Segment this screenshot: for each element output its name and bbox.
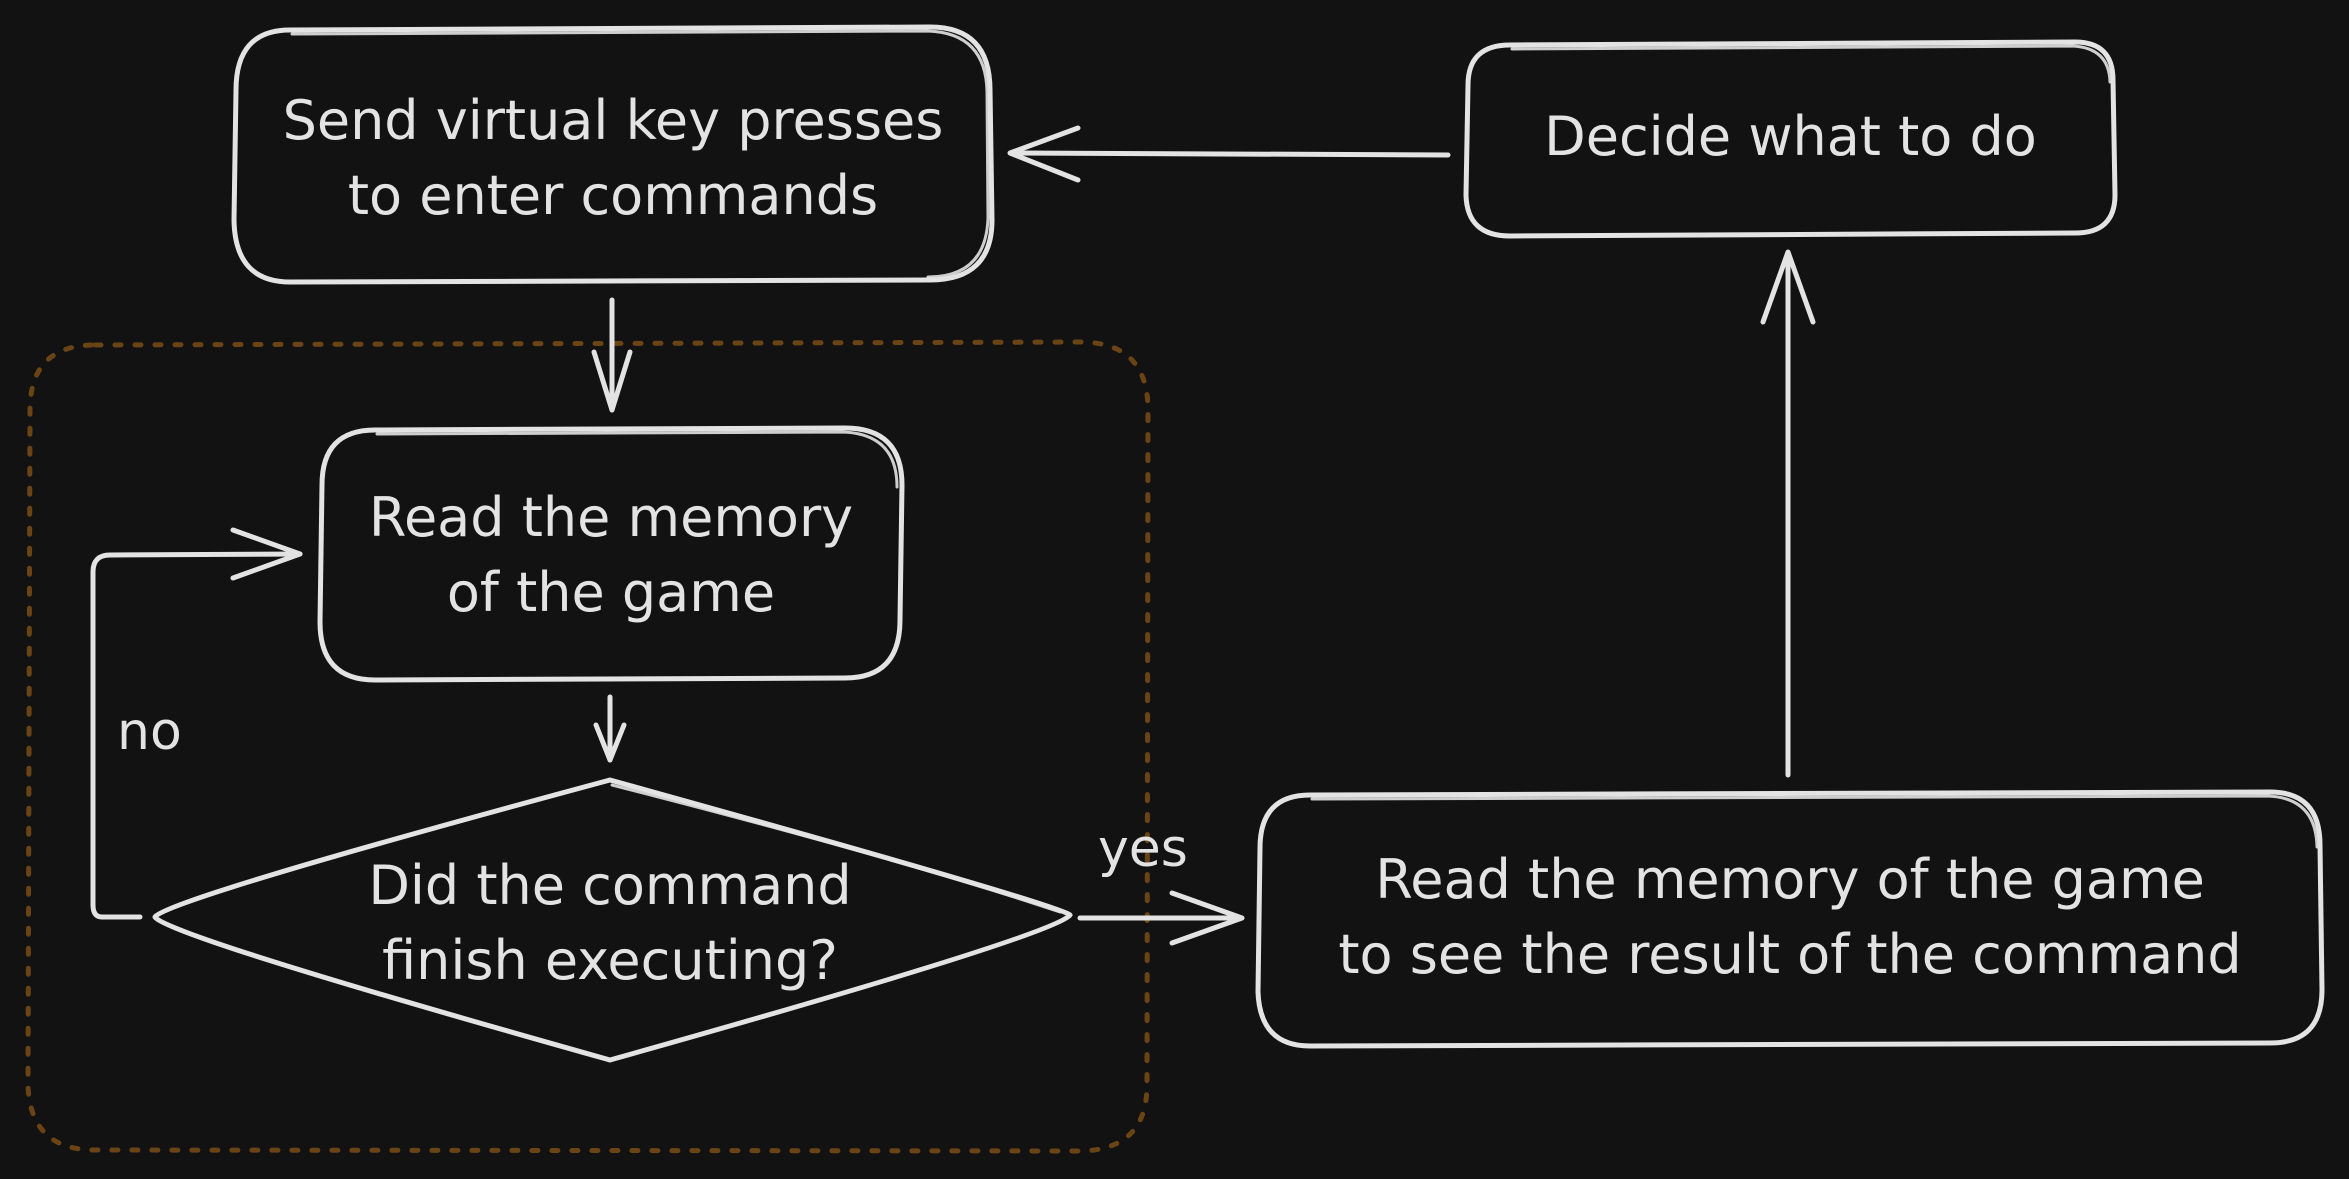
arrow-decide-to-send xyxy=(1007,125,1451,183)
polling-loop-group-frame xyxy=(25,339,1151,1154)
yes-edge-label: yes xyxy=(1098,819,1188,879)
read-memory-box xyxy=(317,425,905,683)
did-finish-diamond xyxy=(152,777,1073,1063)
send-keys-label: Send virtual key presses to enter comman… xyxy=(282,89,944,227)
arrow-read-to-diamond xyxy=(593,694,627,763)
did-finish-label: Did the command finish executing? xyxy=(368,854,852,992)
send-keys-box xyxy=(231,24,995,285)
decide-box xyxy=(1463,39,2118,239)
decide-label: Decide what to do xyxy=(1544,105,2037,168)
arrow-no-loop xyxy=(90,527,303,920)
read-result-box xyxy=(1255,789,2325,1049)
no-edge-label: no xyxy=(117,702,182,762)
arrow-result-to-decide xyxy=(1760,249,1816,778)
read-memory-label: Read the memory of the game xyxy=(368,486,854,624)
read-result-label: Read the memory of the game to see the r… xyxy=(1338,848,2242,986)
arrow-yes xyxy=(1077,890,1245,946)
arrow-send-to-read xyxy=(591,297,633,413)
